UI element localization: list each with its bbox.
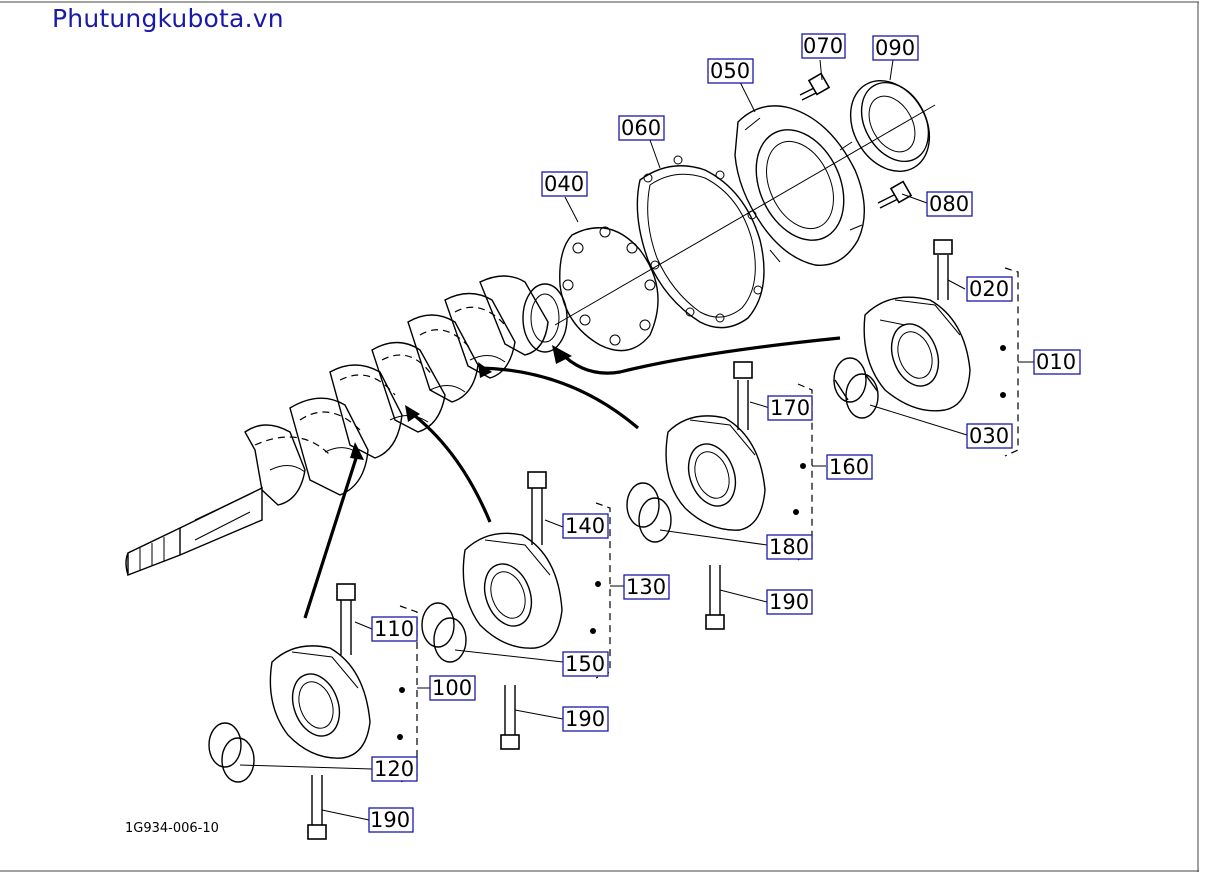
svg-text:070: 070	[803, 34, 843, 58]
bearing-case-010	[863, 296, 971, 412]
label-050[interactable]: 050	[707, 58, 754, 84]
label-140[interactable]: 140	[562, 513, 609, 539]
bolt-190-left	[307, 775, 327, 840]
bolt-190-right	[705, 565, 725, 630]
bearing-case-130	[462, 532, 563, 649]
svg-text:180: 180	[769, 535, 809, 559]
label-030[interactable]: 030	[966, 423, 1013, 449]
label-150[interactable]: 150	[562, 651, 609, 677]
svg-text:160: 160	[829, 455, 869, 479]
label-130[interactable]: 130	[623, 574, 670, 600]
label-160[interactable]: 160	[826, 454, 873, 480]
assembly-arrows	[303, 336, 841, 619]
housing-050	[734, 105, 866, 266]
svg-text:020: 020	[969, 277, 1009, 301]
label-100[interactable]: 100	[429, 675, 476, 701]
label-190-right[interactable]: 190	[766, 589, 813, 615]
gasket-060	[636, 155, 765, 329]
label-170[interactable]: 170	[767, 395, 813, 421]
crankshaft	[125, 275, 568, 577]
watermark-text: Phutungkubota.vn	[52, 4, 284, 33]
label-010[interactable]: 010	[1033, 349, 1081, 375]
svg-text:170: 170	[770, 396, 810, 420]
svg-text:150: 150	[565, 652, 605, 676]
bolt-080	[877, 180, 913, 209]
bearing-030	[833, 357, 879, 419]
label-080[interactable]: 080	[926, 191, 973, 217]
bearing-case-100	[269, 645, 371, 759]
bolt-170	[733, 361, 753, 430]
svg-text:190: 190	[370, 808, 410, 832]
svg-text:120: 120	[374, 757, 414, 781]
svg-text:050: 050	[710, 59, 750, 83]
bolt-190-middle	[500, 685, 520, 750]
label-020[interactable]: 020	[966, 276, 1013, 302]
svg-text:130: 130	[626, 575, 666, 599]
bolt-020	[933, 239, 953, 300]
svg-text:080: 080	[929, 192, 969, 216]
svg-text:010: 010	[1036, 350, 1076, 374]
label-060[interactable]: 060	[618, 115, 665, 141]
svg-text:090: 090	[875, 36, 915, 60]
bolt-110	[336, 583, 356, 655]
svg-text:100: 100	[432, 676, 472, 700]
label-040[interactable]: 040	[541, 171, 588, 197]
svg-text:140: 140	[565, 514, 605, 538]
label-110[interactable]: 110	[371, 616, 418, 642]
bearing-120	[208, 722, 255, 783]
bolt-070	[799, 72, 831, 101]
bearing-150	[421, 602, 467, 663]
gasket-040	[559, 226, 659, 352]
label-120[interactable]: 120	[371, 756, 418, 782]
label-190-left[interactable]: 190	[368, 807, 414, 833]
svg-text:190: 190	[565, 707, 605, 731]
bearing-case-160	[665, 415, 766, 531]
svg-text:110: 110	[374, 617, 414, 641]
leader-lines	[239, 59, 1034, 821]
label-190-middle[interactable]: 190	[562, 706, 609, 732]
label-090[interactable]: 090	[872, 35, 919, 61]
svg-text:190: 190	[769, 590, 809, 614]
bearing-180	[626, 482, 672, 543]
bolt-140	[527, 471, 547, 545]
svg-text:060: 060	[621, 116, 661, 140]
svg-text:040: 040	[544, 172, 584, 196]
drawing-code: 1G934-006-10	[125, 821, 219, 836]
oil-seal-090	[849, 80, 931, 172]
label-180[interactable]: 180	[766, 534, 813, 560]
label-070[interactable]: 070	[801, 33, 846, 59]
svg-text:030: 030	[969, 424, 1009, 448]
